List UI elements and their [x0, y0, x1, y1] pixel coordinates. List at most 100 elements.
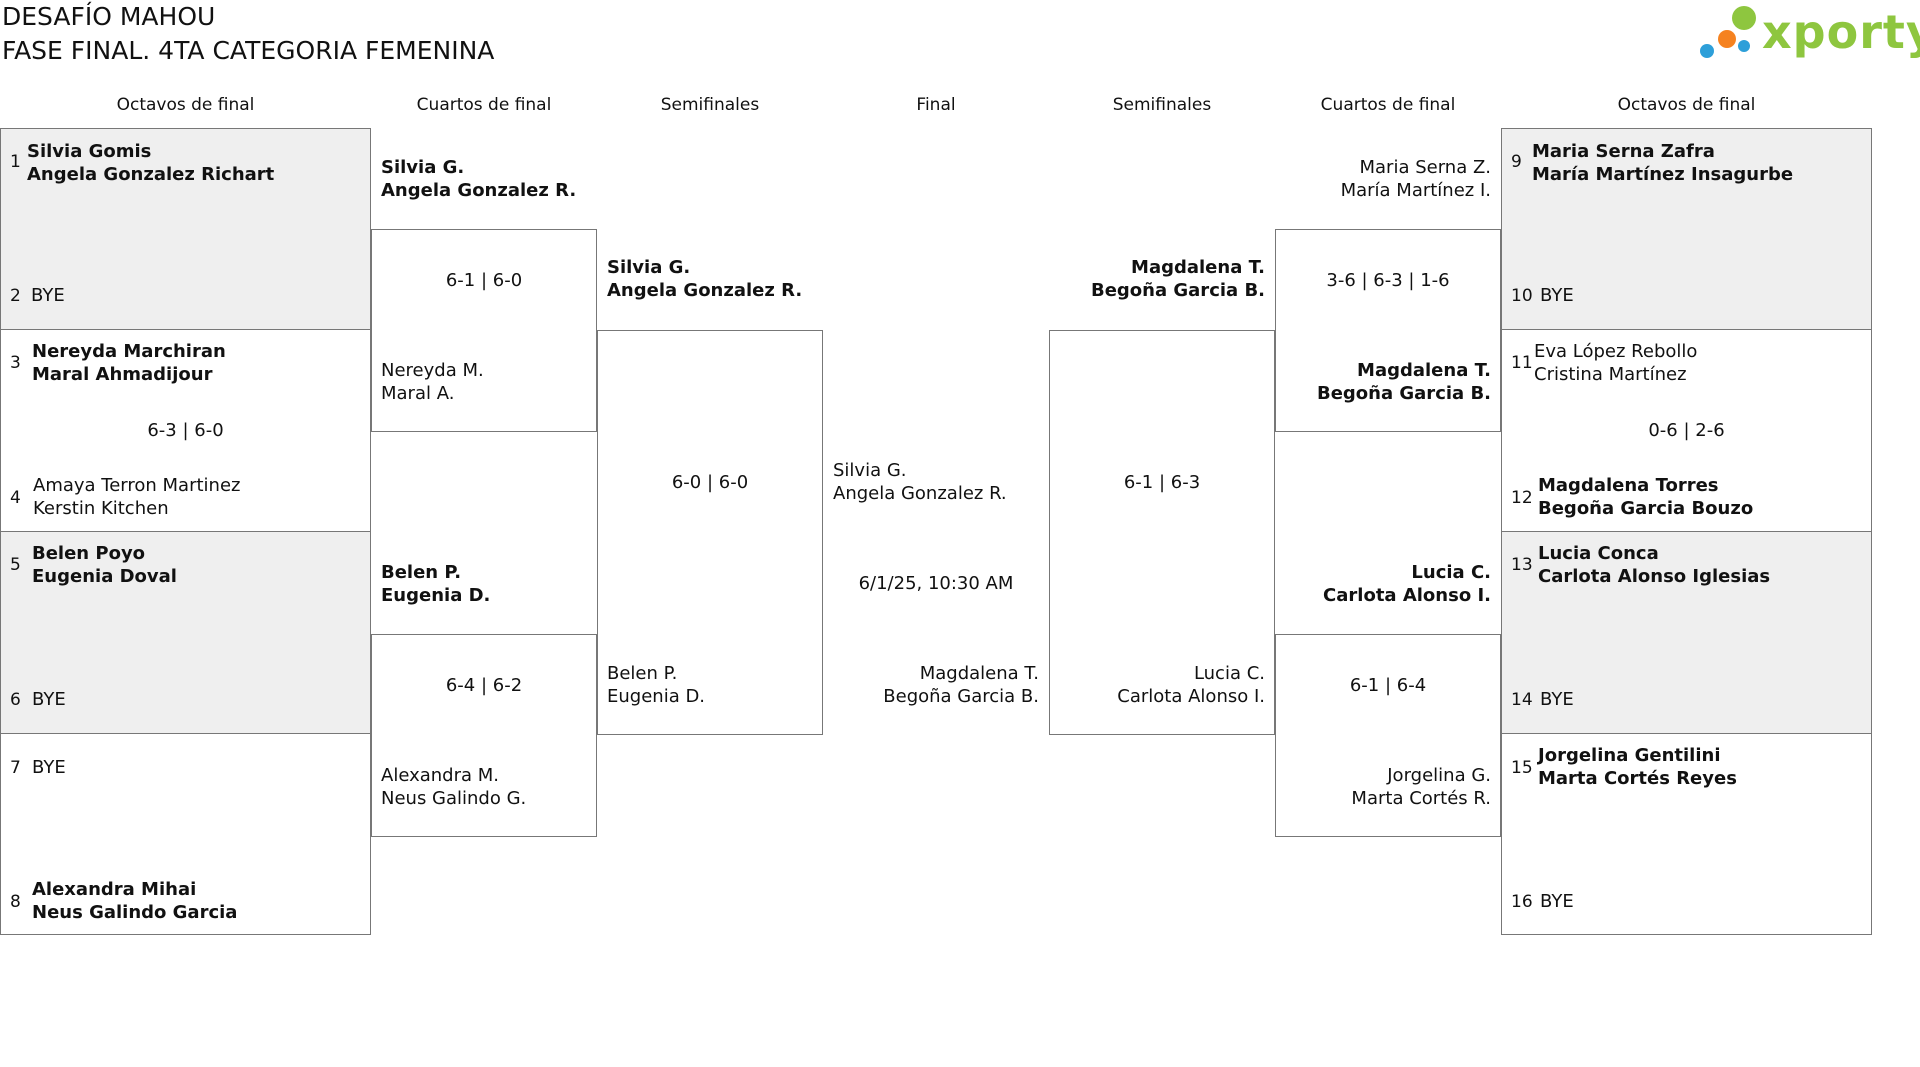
logo-dot-orange — [1718, 30, 1736, 48]
right-r16-match-4 — [1501, 733, 1872, 935]
team-player-name: Lucia C. — [1193, 663, 1265, 684]
team-player-name: Lucia Conca — [1538, 543, 1659, 564]
seed-number: 4 — [10, 488, 21, 508]
team-player-name: Belen P. — [607, 663, 678, 684]
seed-number: 1 — [10, 152, 21, 172]
team-player-name: Lucia C. — [1411, 562, 1491, 583]
team-player-name: Nereyda Marchiran — [32, 341, 226, 362]
header-sf-right: Semifinales — [1112, 95, 1212, 115]
team-player-name: Cristina Martínez — [1534, 364, 1687, 385]
team-player-name: Belen P. — [381, 562, 462, 583]
seed-number: 15 — [1511, 758, 1533, 778]
team-player-name: Eugenia D. — [607, 686, 706, 707]
logo-dot-green — [1732, 6, 1756, 30]
team-player-name: Silvia G. — [381, 157, 465, 178]
bye-label: BYE — [1540, 891, 1574, 912]
team-player-name: Magdalena T. — [1357, 360, 1491, 381]
finalist-name: Angela Gonzalez R. — [833, 483, 1007, 504]
header-qf-left: Cuartos de final — [416, 95, 552, 115]
right-r16-match-1 — [1501, 128, 1872, 330]
team-player-name: Begoña Garcia Bouzo — [1538, 498, 1754, 519]
seed-number: 6 — [10, 690, 21, 710]
match-score: 3-6 | 6-3 | 1-6 — [1326, 270, 1450, 291]
logo-dot-blue-small — [1738, 40, 1750, 52]
left-qf-match-2 — [371, 634, 597, 837]
team-player-name: Maral A. — [381, 383, 455, 404]
team-player-name: Carlota Alonso I. — [1117, 686, 1265, 707]
seed-number: 13 — [1511, 555, 1533, 575]
team-player-name: María Martínez Insagurbe — [1532, 164, 1794, 185]
team-player-name: Begoña Garcia B. — [1090, 280, 1265, 301]
team-player-name: María Martínez I. — [1340, 180, 1491, 201]
team-player-name: Jorgelina Gentilini — [1538, 745, 1721, 766]
left-sf-match — [597, 330, 823, 735]
team-player-name: Angela Gonzalez R. — [381, 180, 577, 201]
seed-number: 7 — [10, 758, 21, 778]
team-player-name: Alexandra Mihai — [32, 879, 197, 900]
team-player-name: Marta Cortés Reyes — [1538, 768, 1737, 789]
seed-number: 10 — [1511, 286, 1533, 306]
team-player-name: Maria Serna Zafra — [1532, 141, 1715, 162]
seed-number: 11 — [1511, 353, 1533, 373]
logo-dot-blue — [1700, 44, 1714, 58]
tournament-title: DESAFÍO MAHOU — [2, 2, 216, 31]
team-player-name: Silvia G. — [607, 257, 691, 278]
category-subtitle: FASE FINAL. 4TA CATEGORIA FEMENINA — [2, 36, 495, 65]
right-sf-match — [1049, 330, 1275, 735]
header-r16-right: Octavos de final — [1617, 95, 1756, 115]
team-player-name: Amaya Terron Martinez — [33, 475, 241, 496]
team-player-name: Angela Gonzalez R. — [607, 280, 803, 301]
team-player-name: Magdalena T. — [1131, 257, 1265, 278]
bye-label: BYE — [1540, 285, 1574, 306]
team-player-name: Alexandra M. — [381, 765, 499, 786]
left-qf-match-1 — [371, 229, 597, 432]
seed-number: 16 — [1511, 892, 1533, 912]
left-r16-match-4 — [0, 733, 371, 935]
match-score: 6-4 | 6-2 — [445, 675, 523, 696]
team-player-name: Neus Galindo Garcia — [32, 902, 238, 923]
right-qf-match-1 — [1275, 229, 1501, 432]
xporty-logo: xporty — [1694, 2, 1920, 72]
team-player-name: Carlota Alonso I. — [1323, 585, 1491, 606]
header-sf-left: Semifinales — [660, 95, 760, 115]
team-player-name: Nereyda M. — [381, 360, 484, 381]
match-score: 0-6 | 2-6 — [1648, 420, 1725, 441]
match-score: 6-1 | 6-3 — [1123, 472, 1201, 493]
seed-number: 3 — [10, 353, 21, 373]
match-score: 6-3 | 6-0 — [147, 420, 224, 441]
team-player-name: Magdalena Torres — [1538, 475, 1719, 496]
header-r16-left: Octavos de final — [116, 95, 255, 115]
team-player-name: Belen Poyo — [32, 543, 146, 564]
team-player-name: Maria Serna Z. — [1359, 157, 1491, 178]
team-player-name: Eugenia Doval — [32, 566, 177, 587]
team-player-name: Eva López Rebollo — [1534, 341, 1698, 362]
final-datetime: 6/1/25, 10:30 AM — [858, 573, 1014, 594]
bye-label: BYE — [32, 757, 66, 778]
bye-label: BYE — [1540, 689, 1574, 710]
right-qf-match-2 — [1275, 634, 1501, 837]
seed-number: 8 — [10, 892, 21, 912]
seed-number: 9 — [1511, 152, 1522, 172]
seed-number: 2 — [10, 286, 21, 306]
match-score: 6-0 | 6-0 — [671, 472, 749, 493]
finalist-name: Begoña Garcia B. — [883, 686, 1039, 707]
seed-number: 12 — [1511, 488, 1533, 508]
seed-number: 14 — [1511, 690, 1533, 710]
finalist-name: Magdalena T. — [919, 663, 1039, 684]
team-player-name: Carlota Alonso Iglesias — [1538, 566, 1771, 587]
seed-number: 5 — [10, 555, 21, 575]
left-r16-match-1 — [0, 128, 371, 330]
team-player-name: Jorgelina G. — [1387, 765, 1491, 786]
bye-label: BYE — [31, 285, 65, 306]
team-player-name: Maral Ahmadijour — [32, 364, 213, 385]
team-player-name: Eugenia D. — [381, 585, 491, 606]
team-player-name: Angela Gonzalez Richart — [27, 164, 275, 185]
bye-label: BYE — [32, 689, 66, 710]
team-player-name: Kerstin Kitchen — [33, 498, 169, 519]
header-qf-right: Cuartos de final — [1320, 95, 1456, 115]
team-player-name: Begoña Garcia B. — [1316, 383, 1491, 404]
match-score: 6-1 | 6-4 — [1349, 675, 1427, 696]
header-final: Final — [916, 95, 956, 115]
team-player-name: Silvia Gomis — [27, 141, 152, 162]
match-score: 6-1 | 6-0 — [445, 270, 523, 291]
